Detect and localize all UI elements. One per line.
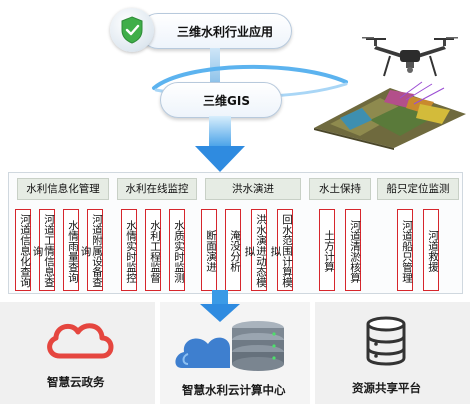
function-box: 水利工程监督	[145, 209, 161, 291]
drone-icon	[362, 37, 458, 77]
cloud-gov-label: 智慧云政务	[47, 375, 105, 389]
function-box: 洪水演进动态模拟	[244, 209, 267, 291]
category-box: 水利信息化管理	[17, 178, 109, 200]
arrow-gis-to-apps	[195, 116, 245, 172]
database-icon	[366, 316, 406, 366]
function-box: 水质实时监测	[169, 209, 185, 291]
function-box: 淹没分析	[225, 209, 241, 291]
terrain-3d-image	[314, 81, 466, 150]
connector-top-to-gis	[210, 48, 220, 82]
function-box: 水情实时监控	[121, 209, 137, 291]
function-box: 土方计算	[319, 209, 335, 291]
arrow-apps-to-center	[200, 290, 240, 322]
function-box: 回水范围计算模拟	[270, 209, 293, 291]
function-box: 河道附属设备查询	[80, 209, 103, 291]
function-box: 河道船只管理	[397, 209, 413, 291]
shield-check-icon	[110, 8, 154, 52]
application-grid: 水利信息化管理 水利在线监控 洪水演进 水土保持 船只定位监测 河道信息化查询 …	[8, 172, 463, 294]
server-cloud-icon	[175, 321, 284, 371]
cloud-icon	[47, 323, 114, 359]
function-box: 河道救援	[423, 209, 439, 291]
gis-node: 三维GIS	[160, 82, 282, 118]
category-box: 洪水演进	[205, 178, 301, 200]
function-box: 河道信息化查询	[15, 209, 31, 291]
gis-label: 三维GIS	[203, 94, 250, 108]
category-box: 水土保持	[309, 178, 371, 200]
resource-platform-label: 资源共享平台	[352, 381, 421, 395]
app-layer-label: 三维水利行业应用	[177, 25, 274, 39]
compute-center-label: 智慧水利云计算中心	[182, 383, 286, 397]
panel-cloud-gov	[0, 302, 155, 404]
category-box: 水利在线监控	[117, 178, 197, 200]
function-box: 河道工情信息查询	[32, 209, 55, 291]
function-box: 水情雨量查询	[63, 209, 79, 291]
function-box: 河道清淤核算	[345, 209, 361, 291]
function-box: 断面演进	[201, 209, 217, 291]
app-layer-node: 三维水利行业应用	[140, 13, 292, 49]
category-box: 船只定位监测	[377, 178, 459, 200]
